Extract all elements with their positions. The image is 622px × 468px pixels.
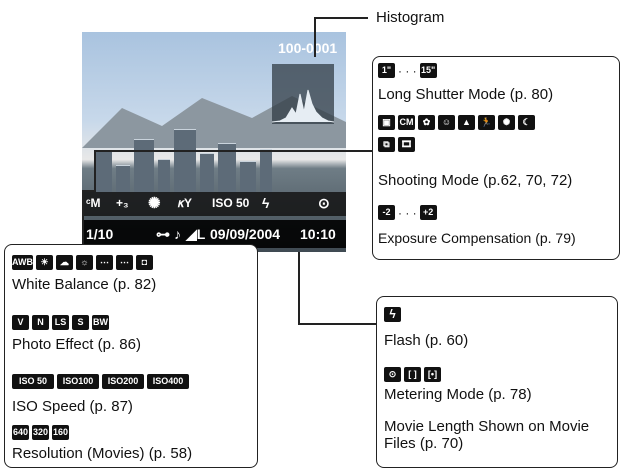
osd-metering: ⊙ (318, 195, 330, 212)
range-dots: · · · (398, 64, 417, 78)
flash-leader-v (298, 252, 300, 324)
date-readout: 09/09/2004 (210, 226, 280, 242)
movie-mode-icon: 🎞 (398, 137, 415, 152)
effect-lowsharp-icon: LS (52, 315, 69, 330)
iso-200-icon: ISO200 (102, 374, 144, 389)
movie-length-label: Movie Length Shown on Movie Files (p. 70… (384, 418, 604, 452)
metering-spot-icon: [•] (424, 367, 441, 382)
wb-cloudy-icon: ☁ (56, 255, 73, 270)
file-number: 100-0001 (278, 40, 337, 56)
sound-memo-icon: ♪ (174, 226, 181, 242)
iso-100-icon: ISO100 (57, 374, 99, 389)
osd-white-balance: ✺ (148, 194, 161, 212)
effect-neutral-icon: N (32, 315, 49, 330)
wb-fluorescent-h-icon: ⋯ (116, 255, 133, 270)
protect-key-icon: ⊶ (156, 226, 170, 243)
osd-exposure: +₃ (116, 196, 129, 210)
histogram-leader-v (314, 17, 316, 57)
res-320-icon: 320 (32, 425, 49, 440)
shooting-mode-leader (94, 150, 96, 190)
iso-label: ISO Speed (p. 87) (12, 398, 133, 415)
osd-flash: ϟ (262, 195, 269, 211)
flash-icon: ϟ (384, 307, 401, 322)
iso-50-icon: ISO 50 (12, 374, 54, 389)
wb-daylight-icon: ☀ (36, 255, 53, 270)
long-shutter-label: Long Shutter Mode (p. 80) (378, 86, 553, 103)
iso-400-icon: ISO400 (147, 374, 189, 389)
building (134, 139, 154, 200)
histogram-label: Histogram (376, 9, 444, 26)
frame-counter: 1/10 (86, 226, 113, 242)
histogram-leader (314, 17, 368, 19)
portrait-mode-icon: ☺ (438, 115, 455, 130)
building (174, 129, 196, 200)
long-shutter-icons: 1"· · ·15" (378, 62, 440, 80)
wb-auto-icon: AWB (12, 255, 33, 270)
photo-effect-label: Photo Effect (p. 86) (12, 336, 141, 353)
metering-evaluative-icon: ⊙ (384, 367, 401, 382)
range-dots: · · · (398, 206, 417, 220)
metering-label: Metering Mode (p. 78) (384, 386, 532, 403)
shooting-mode-icons: ▣CM✿☺▲🏃✺☾ ⧉🎞 (378, 114, 614, 154)
auto-mode-icon: ▣ (378, 115, 395, 130)
macro-mode-icon: ✿ (418, 115, 435, 130)
flash-icons: ϟ (384, 306, 404, 324)
white-balance-label: White Balance (p. 82) (12, 276, 156, 293)
manual-mode-icon: CM (398, 115, 415, 130)
shooting-mode-label: Shooting Mode (p.62, 70, 72) (378, 172, 572, 189)
landscape-mode-icon: ▲ (458, 115, 475, 130)
osd-iso: ISO 50 (212, 196, 249, 210)
effect-vivid-icon: V (12, 315, 29, 330)
white-balance-leader-v (82, 190, 84, 244)
exposure-minus-icon: -2 (378, 205, 395, 220)
osd-status-row: ᶜM +₃ ✺ 𝜅Y ISO 50 ϟ ⊙ (82, 192, 346, 216)
wb-custom-icon: ◘ (136, 255, 153, 270)
sports-mode-icon: 🏃 (478, 115, 495, 130)
metering-icons: ⊙[ ][•] (384, 366, 444, 384)
res-160-icon: 160 (52, 425, 69, 440)
image-size-icon: ◢L (186, 226, 205, 243)
fireworks-mode-icon: ✺ (498, 115, 515, 130)
resolution-label: Resolution (Movies) (p. 58) (12, 445, 192, 462)
osd-photo-effect: 𝜅Y (178, 196, 192, 211)
shooting-mode-leader-h (94, 150, 374, 152)
histogram-graph (272, 64, 334, 124)
flash-label: Flash (p. 60) (384, 332, 468, 349)
shutter-15s-icon: 15" (420, 63, 437, 78)
shutter-1s-icon: 1" (378, 63, 395, 78)
effect-bw-icon: BW (92, 315, 109, 330)
stitch-mode-icon: ⧉ (378, 137, 395, 152)
white-balance-icons: AWB☀☁☼⋯⋯◘ (12, 254, 156, 272)
res-640-icon: 640 (12, 425, 29, 440)
camera-lcd-screen: 100-0001 ᶜM +₃ ✺ 𝜅Y ISO 50 ϟ ⊙ 1/10 ⊶ ♪ … (82, 32, 346, 252)
flash-leader-h (298, 323, 376, 325)
exposure-label: Exposure Compensation (p. 79) (378, 230, 576, 246)
effect-sepia-icon: S (72, 315, 89, 330)
time-readout: 10:10 (300, 226, 336, 242)
exposure-icons: -2· · ·+2 (378, 204, 440, 222)
night-mode-icon: ☾ (518, 115, 535, 130)
osd-shooting-mode: ᶜM (86, 196, 101, 210)
white-balance-leader (82, 190, 96, 192)
wb-tungsten-icon: ☼ (76, 255, 93, 270)
metering-centerweighted-icon: [ ] (404, 367, 421, 382)
wb-fluorescent-icon: ⋯ (96, 255, 113, 270)
exposure-plus-icon: +2 (420, 205, 437, 220)
